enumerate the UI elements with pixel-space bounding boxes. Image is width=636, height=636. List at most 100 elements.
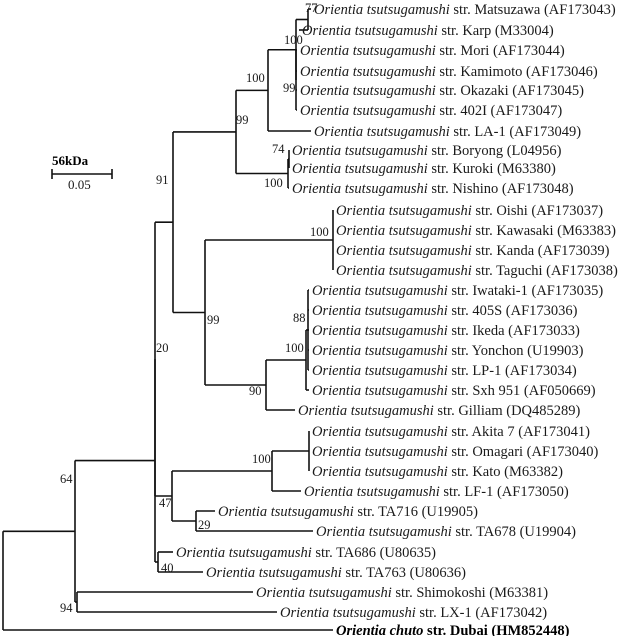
leaf-label-ta686: Orientia tsutsugamushi str. TA686 (U8063… — [176, 545, 436, 561]
leaf-strain: str. Sxh 951 (AF050669) — [448, 383, 596, 399]
support-value-akita-group: 100 — [252, 452, 271, 466]
leaf-genus: Orientia tsutsugamushi — [292, 143, 428, 159]
leaf-strain: str. Karp (M33004) — [438, 23, 554, 39]
leaf-label-oishi: Orientia tsutsugamushi str. Oishi (AF173… — [336, 203, 603, 219]
support-value-boryong-kuroki: 74 — [272, 142, 285, 156]
leaf-label-dubai: Orientia chuto str. Dubai (HM852448) — [336, 623, 570, 636]
leaf-genus: Orientia tsutsugamushi — [300, 43, 436, 59]
leaf-strain: str. Boryong (L04956) — [428, 143, 562, 159]
leaf-genus: Orientia tsutsugamushi — [298, 403, 434, 419]
leaf-label-nishino: Orientia tsutsugamushi str. Nishino (AF1… — [292, 181, 574, 197]
support-value-akita-lf1-ta: 47 — [159, 496, 172, 510]
leaf-genus: Orientia tsutsugamushi — [300, 103, 436, 119]
support-value-ta716-ta678: 29 — [198, 518, 211, 532]
leaf-label-ta716: Orientia tsutsugamushi str. TA716 (U1990… — [218, 504, 478, 520]
support-value-kamimoto-group: 99 — [283, 81, 296, 95]
support-value-mori-group: 100 — [246, 71, 265, 85]
support-values: 7710099100997410091100881009099201004729… — [60, 1, 329, 615]
leaf-strain: str. LF-1 (AF173050) — [440, 484, 569, 500]
leaf-label-boryong: Orientia tsutsugamushi str. Boryong (L04… — [292, 143, 562, 159]
support-value-boryong-group: 100 — [264, 176, 283, 190]
leaf-genus: Orientia tsutsugamushi — [312, 283, 448, 299]
support-value-shimokoshi-lx1: 94 — [60, 601, 73, 615]
leaf-label-sxh951: Orientia tsutsugamushi str. Sxh 951 (AF0… — [312, 383, 596, 399]
leaf-strain: str. Mori (AF173044) — [436, 43, 565, 59]
leaf-strain: str. Matsuzawa (AF173043) — [450, 2, 616, 18]
leaf-genus: Orientia tsutsugamushi — [312, 303, 448, 319]
leaf-genus: Orientia tsutsugamushi — [292, 181, 428, 197]
leaf-strain: str. LX-1 (AF173042) — [416, 605, 547, 621]
leaf-genus: Orientia tsutsugamushi — [336, 203, 472, 219]
leaf-strain: str. Kanda (AF173039) — [472, 243, 610, 259]
leaf-genus: Orientia tsutsugamushi — [312, 323, 448, 339]
leaf-genus: Orientia tsutsugamushi — [256, 585, 392, 601]
leaf-genus: Orientia tsutsugamushi — [206, 565, 342, 581]
leaf-strain: str. Shimokoshi (M63381) — [392, 585, 548, 601]
tree-branches — [2, 8, 334, 631]
leaf-label-taguchi: Orientia tsutsugamushi str. Taguchi (AF1… — [336, 263, 618, 279]
leaf-genus: Orientia tsutsugamushi — [280, 605, 416, 621]
leaf-genus: Orientia tsutsugamushi — [312, 464, 448, 480]
leaf-genus: Orientia tsutsugamushi — [336, 263, 472, 279]
leaf-genus: Orientia tsutsugamushi — [336, 223, 472, 239]
leaf-label-yonchon: Orientia tsutsugamushi str. Yonchon (U19… — [312, 343, 584, 359]
leaf-strain: str. TA686 (U80635) — [312, 545, 436, 561]
support-value-iwataki-clade: 100 — [285, 341, 304, 355]
support-value-upper-clade: 91 — [156, 173, 169, 187]
leaf-genus: Orientia tsutsugamushi — [176, 545, 312, 561]
leaf-genus: Orientia tsutsugamushi — [312, 343, 448, 359]
leaf-label-omagari: Orientia tsutsugamushi str. Omagari (AF1… — [312, 444, 599, 460]
support-value-tsutsugamushi-all: 64 — [60, 472, 73, 486]
leaf-genus: Orientia tsutsugamushi — [336, 243, 472, 259]
leaf-strain: str. TA716 (U19905) — [354, 504, 478, 520]
leaf-strain: str. Iwataki-1 (AF173035) — [448, 283, 604, 299]
leaf-strain: str. TA678 (U19904) — [452, 524, 576, 540]
leaf-strain: str. Nishino (AF173048) — [428, 181, 574, 197]
leaf-label-karp: Orientia tsutsugamushi str. Karp (M33004… — [302, 23, 554, 39]
leaf-genus: Orientia tsutsugamushi — [304, 484, 440, 500]
leaf-label-405s: Orientia tsutsugamushi str. 405S (AF1730… — [312, 303, 578, 319]
leaf-genus: Orientia tsutsugamushi — [312, 383, 448, 399]
leaf-labels: Orientia tsutsugamushi str. Matsuzawa (A… — [176, 2, 618, 636]
leaf-strain: str. 402I (AF173047) — [436, 103, 563, 119]
leaf-strain: str. Oishi (AF173037) — [472, 203, 603, 219]
support-value-ta686-ta763: 40 — [161, 561, 174, 575]
leaf-label-ta678: Orientia tsutsugamushi str. TA678 (U1990… — [316, 524, 576, 540]
leaf-label-okazaki: Orientia tsutsugamushi str. Okazaki (AF1… — [300, 83, 584, 99]
leaf-strain: str. Taguchi (AF173038) — [472, 263, 618, 279]
leaf-genus: Orientia chuto — [336, 623, 423, 636]
leaf-strain: str. 405S (AF173036) — [448, 303, 578, 319]
leaf-label-kanda: Orientia tsutsugamushi str. Kanda (AF173… — [336, 243, 610, 259]
leaf-genus: Orientia tsutsugamushi — [312, 444, 448, 460]
leaf-label-kuroki: Orientia tsutsugamushi str. Kuroki (M633… — [292, 161, 556, 177]
leaf-genus: Orientia tsutsugamushi — [312, 424, 448, 440]
leaf-label-la1: Orientia tsutsugamushi str. LA-1 (AF1730… — [314, 124, 581, 140]
leaf-strain: str. Kamimoto (AF173046) — [436, 64, 598, 80]
leaf-strain: str. TA763 (U80636) — [342, 565, 466, 581]
leaf-label-ikeda: Orientia tsutsugamushi str. Ikeda (AF173… — [312, 323, 580, 339]
leaf-label-iwataki: Orientia tsutsugamushi str. Iwataki-1 (A… — [312, 283, 603, 299]
support-value-gilliam-group: 90 — [249, 384, 262, 398]
leaf-strain: str. Kuroki (M63380) — [428, 161, 556, 177]
leaf-strain: str. Akita 7 (AF173041) — [448, 424, 590, 440]
leaf-strain: str. Ikeda (AF173033) — [448, 323, 580, 339]
leaf-genus: Orientia tsutsugamushi — [316, 524, 452, 540]
leaf-genus: Orientia tsutsugamushi — [218, 504, 354, 520]
leaf-strain: str. Okazaki (AF173045) — [436, 83, 584, 99]
leaf-strain: str. Omagari (AF173040) — [448, 444, 599, 460]
leaf-label-lf1: Orientia tsutsugamushi str. LF-1 (AF1730… — [304, 484, 569, 500]
leaf-genus: Orientia tsutsugamushi — [300, 83, 436, 99]
leaf-label-lp1: Orientia tsutsugamushi str. LP-1 (AF1730… — [312, 363, 577, 379]
leaf-genus: Orientia tsutsugamushi — [314, 124, 450, 140]
leaf-label-mori: Orientia tsutsugamushi str. Mori (AF1730… — [300, 43, 565, 59]
leaf-label-matsuzawa: Orientia tsutsugamushi str. Matsuzawa (A… — [314, 2, 616, 18]
leaf-label-gilliam: Orientia tsutsugamushi str. Gilliam (DQ4… — [298, 403, 581, 419]
support-value-oishi-group: 100 — [310, 225, 329, 239]
leaf-strain: str. Kawasaki (M63383) — [472, 223, 616, 239]
leaf-strain: str. Yonchon (U19903) — [448, 343, 584, 359]
leaf-label-ta763: Orientia tsutsugamushi str. TA763 (U8063… — [206, 565, 466, 581]
leaf-genus: Orientia tsutsugamushi — [314, 2, 450, 18]
leaf-strain: str. LA-1 (AF173049) — [450, 124, 581, 140]
scale-bar: 56kDa 0.05 — [51, 153, 113, 192]
